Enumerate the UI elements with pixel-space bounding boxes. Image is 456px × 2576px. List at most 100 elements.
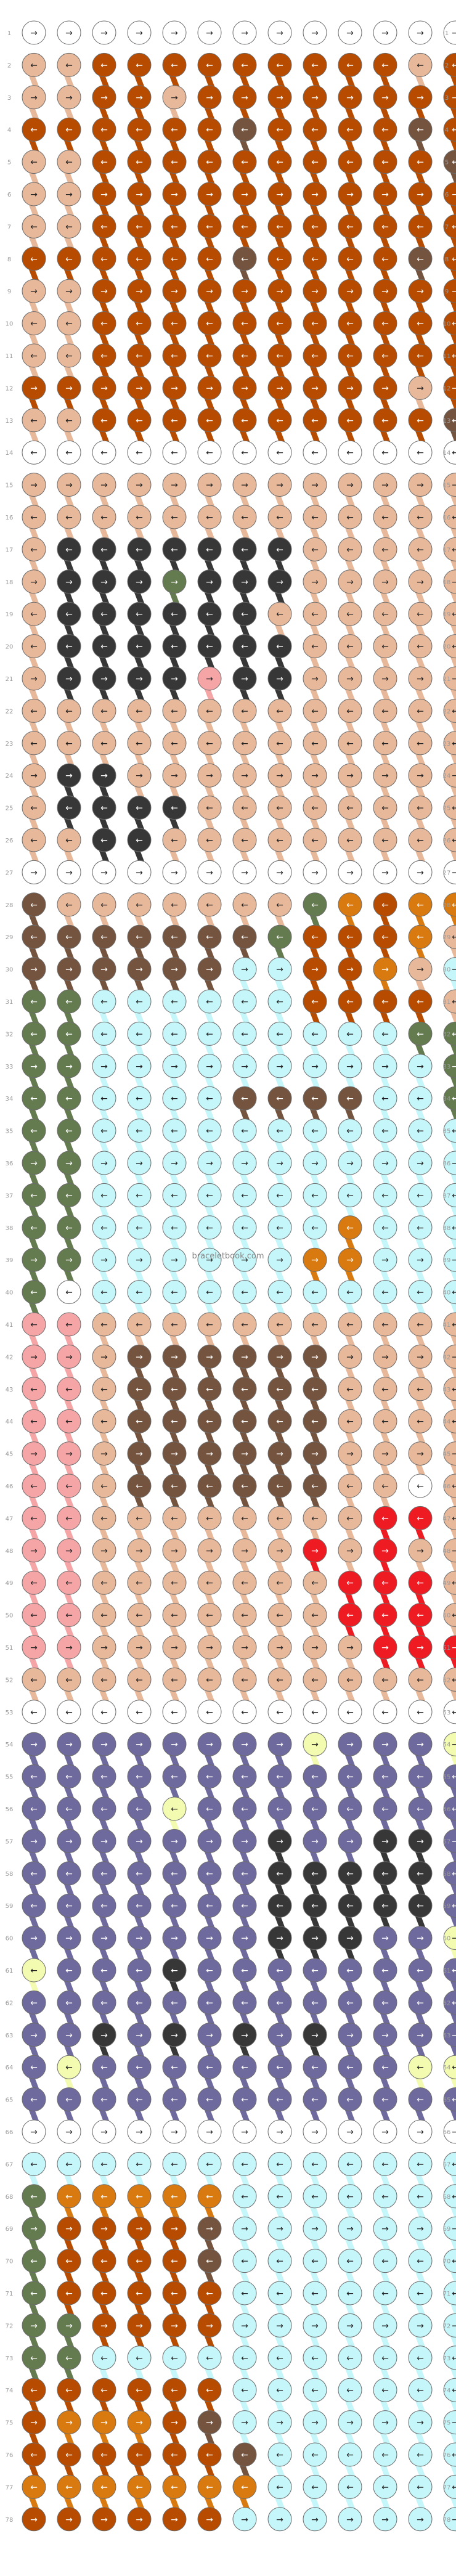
knot bbox=[338, 1926, 362, 1950]
knot bbox=[232, 698, 257, 723]
knot bbox=[127, 1054, 152, 1078]
knot bbox=[57, 1119, 81, 1143]
knot bbox=[408, 85, 433, 110]
knot bbox=[408, 182, 433, 206]
knot-direction-icon: ← bbox=[206, 2095, 213, 2105]
knot-direction-icon: → bbox=[311, 868, 319, 878]
knot-direction-icon: ← bbox=[206, 125, 213, 135]
knot bbox=[162, 1603, 187, 1628]
row-number-right: 14 bbox=[443, 450, 451, 457]
knot-direction-icon: ← bbox=[136, 2289, 143, 2299]
knot-direction-icon: → bbox=[241, 383, 248, 393]
row-number-left: 7 bbox=[7, 224, 11, 230]
knot-direction-icon: → bbox=[381, 1062, 389, 1072]
knot-direction-icon: → bbox=[65, 1546, 73, 1556]
knot-direction-icon: ← bbox=[136, 1191, 143, 1200]
knot bbox=[267, 2281, 292, 2305]
knot bbox=[443, 1119, 456, 1143]
knot bbox=[127, 731, 152, 756]
knot-direction-icon: → bbox=[171, 1836, 178, 1846]
knot bbox=[303, 634, 327, 659]
knot bbox=[92, 537, 116, 561]
knot-direction-icon: ← bbox=[241, 642, 248, 652]
knot-direction-icon: → bbox=[171, 93, 178, 103]
knot-direction-icon: → bbox=[171, 2031, 178, 2040]
row-number-right: 61 bbox=[443, 1968, 451, 1975]
knot bbox=[338, 1603, 362, 1628]
knot-direction-icon: ← bbox=[206, 158, 213, 168]
knot-direction-icon: ← bbox=[417, 1675, 424, 1685]
knot bbox=[162, 1796, 187, 1821]
knot-direction-icon: → bbox=[346, 1643, 354, 1653]
knot-direction-icon: → bbox=[136, 2418, 143, 2428]
knot-direction-icon: ← bbox=[276, 545, 283, 555]
knot bbox=[267, 1635, 292, 1660]
knot-direction-icon: ← bbox=[171, 255, 178, 264]
knot-direction-icon: → bbox=[381, 965, 389, 975]
knot bbox=[57, 408, 81, 433]
knot bbox=[443, 1183, 456, 1207]
knot-direction-icon: ← bbox=[381, 222, 389, 232]
knot-direction-icon: ← bbox=[171, 1385, 178, 1395]
knot-direction-icon: → bbox=[65, 868, 73, 878]
knot-direction-icon: ← bbox=[241, 1611, 248, 1621]
knot bbox=[408, 666, 433, 691]
knot-direction-icon: ← bbox=[100, 60, 108, 70]
knot-direction-icon: ← bbox=[30, 1514, 38, 1523]
row-number-right: 65 bbox=[443, 2097, 451, 2104]
knot-direction-icon: ← bbox=[311, 2192, 319, 2202]
knot bbox=[22, 117, 46, 142]
knot bbox=[57, 2507, 81, 2532]
knot bbox=[197, 2474, 222, 2499]
knot-direction-icon: → bbox=[417, 1352, 424, 1362]
knot bbox=[373, 1247, 397, 1272]
row-number-right: 12 bbox=[443, 385, 451, 392]
knot-direction-icon: ← bbox=[346, 351, 354, 361]
knot bbox=[408, 2184, 433, 2209]
knot bbox=[443, 1086, 456, 1111]
knot-direction-icon: ← bbox=[276, 1804, 283, 1814]
row-number-left: 77 bbox=[6, 2484, 14, 2491]
knot-direction-icon: ← bbox=[417, 2063, 424, 2073]
knot bbox=[57, 1764, 81, 1789]
knot-direction-icon: ← bbox=[136, 2482, 143, 2492]
row-number-right: 54 bbox=[443, 1742, 451, 1748]
knot bbox=[373, 279, 397, 303]
knot-direction-icon: ← bbox=[171, 2063, 178, 2073]
row-number-right: 7 bbox=[445, 224, 449, 230]
knot-direction-icon: ← bbox=[136, 1804, 143, 1814]
knot-direction-icon: ← bbox=[30, 900, 38, 910]
knot-direction-icon: ← bbox=[30, 1029, 38, 1039]
knot bbox=[162, 150, 187, 174]
knot-direction-icon: ← bbox=[452, 416, 456, 426]
knot bbox=[127, 1764, 152, 1789]
knot-direction-icon: ← bbox=[65, 804, 73, 813]
knot-direction-icon: → bbox=[206, 1643, 213, 1653]
knot-direction-icon: ← bbox=[381, 1223, 389, 1233]
knot-direction-icon: ← bbox=[311, 642, 319, 652]
knot-direction-icon: → bbox=[311, 1546, 319, 1556]
knot bbox=[232, 2184, 257, 2209]
knot-direction-icon: → bbox=[30, 1352, 38, 1362]
knot-direction-icon: ← bbox=[171, 706, 178, 716]
knot bbox=[92, 2151, 116, 2176]
knot-direction-icon: ← bbox=[276, 1869, 283, 1879]
knot-direction-icon: ← bbox=[346, 997, 354, 1007]
knot bbox=[162, 2313, 187, 2338]
knot-direction-icon: ← bbox=[452, 1482, 456, 1491]
knot bbox=[408, 1409, 433, 1433]
knot-direction-icon: ← bbox=[65, 609, 73, 619]
knot bbox=[232, 52, 257, 77]
knot-direction-icon: ← bbox=[311, 1901, 319, 1911]
knot-direction-icon: → bbox=[381, 577, 389, 587]
knot-direction-icon: → bbox=[65, 1159, 73, 1168]
knot-direction-icon: ← bbox=[381, 1998, 389, 2008]
knot-direction-icon: → bbox=[241, 674, 248, 684]
knot-direction-icon: → bbox=[276, 383, 283, 393]
knot bbox=[408, 1247, 433, 1272]
knot-direction-icon: ← bbox=[417, 60, 424, 70]
knot bbox=[338, 440, 362, 465]
knot-direction-icon: ← bbox=[381, 2063, 389, 2073]
knot-direction-icon: ← bbox=[65, 739, 73, 749]
knot bbox=[197, 150, 222, 174]
